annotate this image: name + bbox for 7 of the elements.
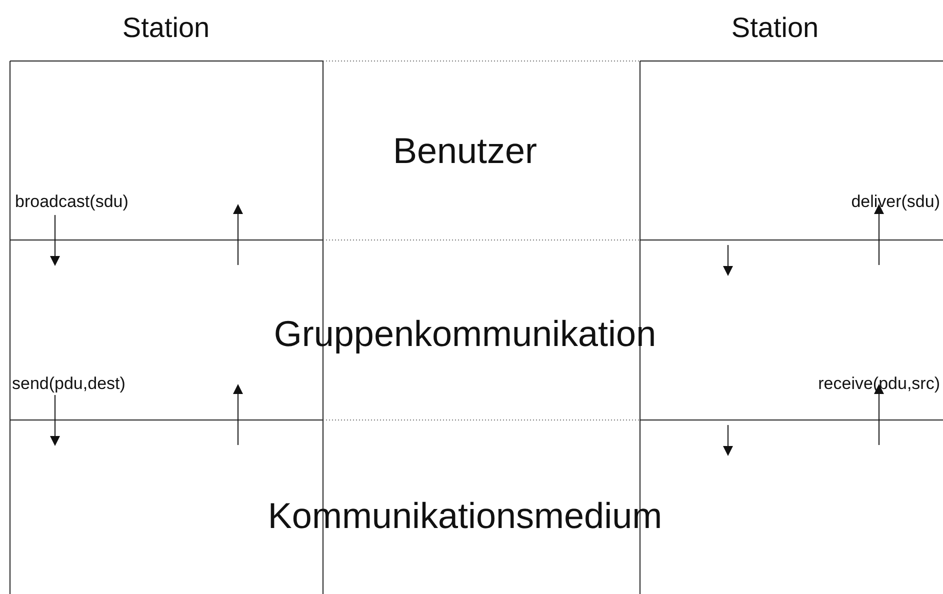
primitive-label: deliver(sdu) xyxy=(851,193,940,210)
primitive-label: broadcast(sdu) xyxy=(15,193,128,210)
column-heading: Station xyxy=(122,14,210,42)
primitive-label: send(pdu,dest) xyxy=(12,375,126,392)
column-heading: Station xyxy=(731,14,819,42)
primitive-label: receive(pdu,src) xyxy=(818,375,940,392)
layer-name: Benutzer xyxy=(392,133,538,169)
